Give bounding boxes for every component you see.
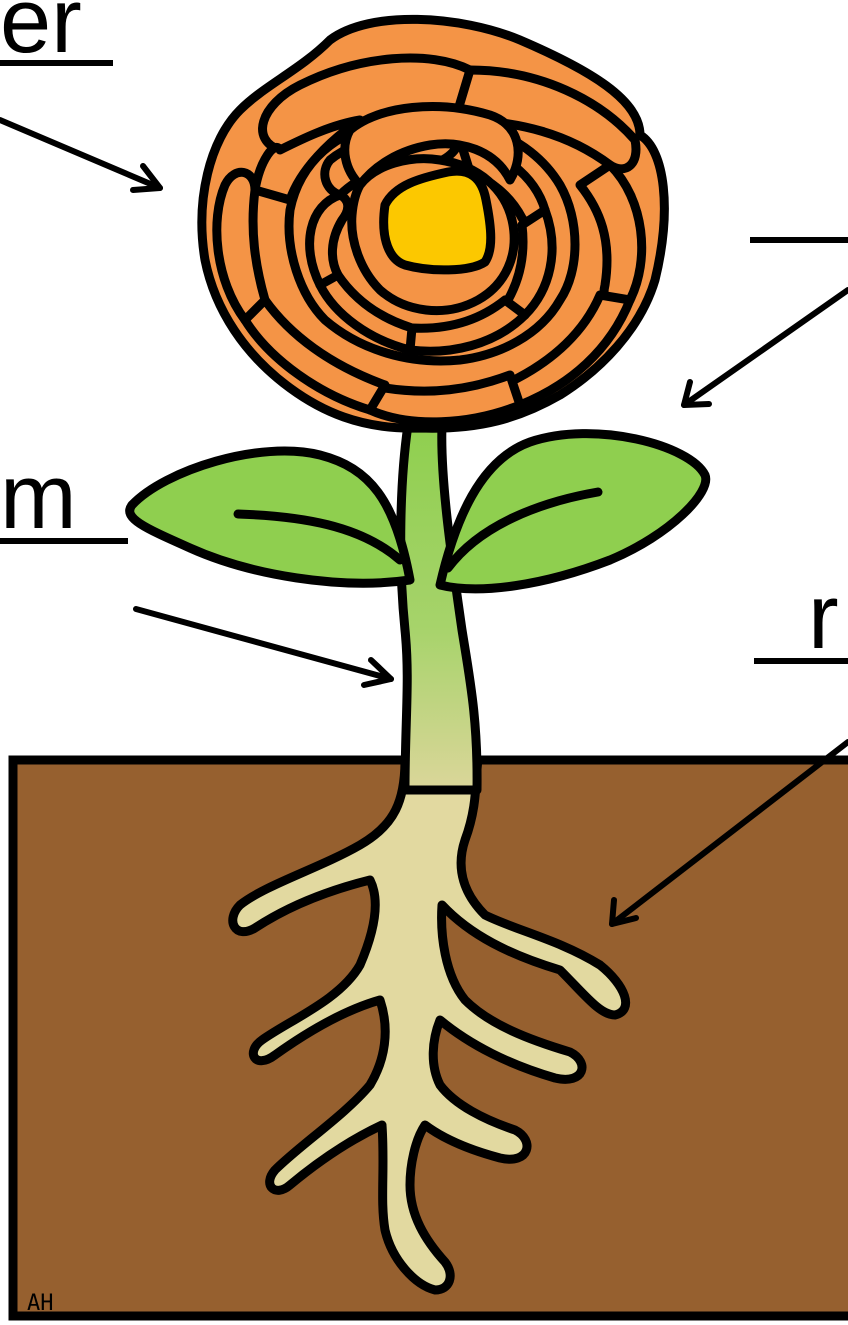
- right-leaf: [440, 434, 706, 589]
- stem: [401, 425, 477, 790]
- leaf-arrow: [684, 290, 848, 405]
- stem-arrow: [136, 609, 391, 685]
- flower-center: [384, 171, 491, 270]
- root-label: r: [808, 566, 839, 668]
- stem-label: m: [0, 446, 77, 548]
- flower-arrow: [0, 120, 160, 190]
- watermark: AH: [27, 1291, 54, 1316]
